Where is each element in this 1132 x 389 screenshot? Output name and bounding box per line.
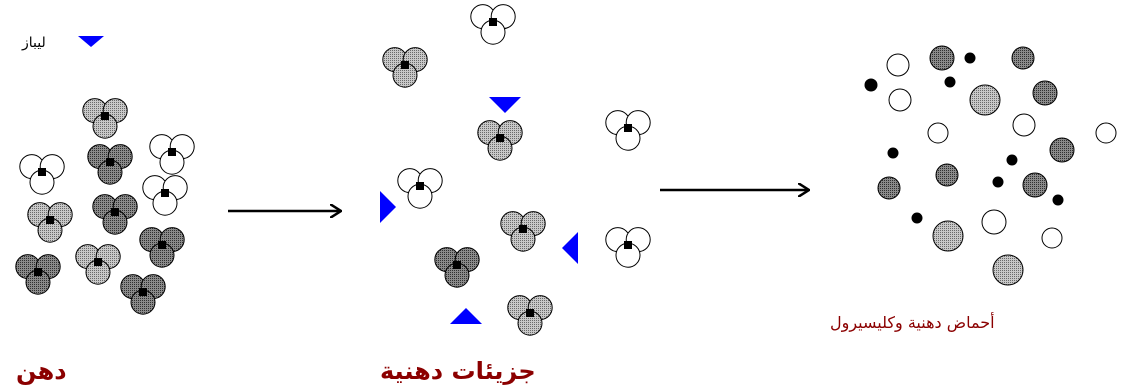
fat-molecule [19,154,65,195]
product-circle [1032,80,1058,106]
product-dot [1006,154,1018,166]
fat-label: دهن [16,357,67,385]
product-dot [1052,194,1064,206]
fat-molecule [397,168,443,209]
lipase-legend-label: ليباز [22,35,46,51]
fat-molecule [82,98,128,139]
product-circle [877,176,901,200]
product-circle [929,45,955,71]
fat-molecule [605,110,651,151]
product-circle [927,122,949,144]
fat-molecule [142,175,188,216]
lipase-group [380,97,578,324]
fat-molecules-label: جزيئات دهنية [380,357,536,385]
product-circle [1012,113,1036,137]
fat-molecule [75,244,121,285]
lipase-enzyme [562,232,578,264]
fat-molecules-group [382,4,651,336]
products-group [864,45,1117,286]
fat-molecule [15,254,61,295]
product-circle [969,84,1001,116]
lipase-enzyme [380,191,396,223]
fat-molecule [27,202,73,243]
lipase-enzyme [450,308,482,324]
product-circle [981,209,1007,235]
blue-triangle-icon [78,36,104,47]
lipase-enzyme [489,97,521,113]
fat-cluster [15,98,195,315]
fat-molecule [507,295,553,336]
fat-molecule [605,227,651,268]
product-circle [1095,122,1117,144]
product-dot [992,176,1004,188]
product-circle [888,88,912,112]
product-circle [935,163,959,187]
fat-molecule [434,247,480,288]
fat-molecule [87,144,133,185]
products-label: أحماض دهنية وكليسيرول [830,313,995,332]
product-circle [1022,172,1048,198]
fat-molecule [470,4,516,45]
fat-molecule [92,194,138,235]
fat-molecule [382,47,428,88]
product-circle [1049,137,1075,163]
product-dot [864,78,878,92]
product-dot [964,52,976,64]
product-circle [992,254,1024,286]
fat-molecule [139,227,185,268]
fat-molecule [477,120,523,161]
product-circle [932,220,964,252]
product-dot [911,212,923,224]
product-dot [944,76,956,88]
fat-molecule [149,134,195,175]
product-circle [1041,227,1063,249]
product-circle [886,53,910,77]
product-circle [1011,46,1035,70]
fat-molecule [500,211,546,252]
fat-molecule [120,274,166,315]
product-dot [887,147,899,159]
